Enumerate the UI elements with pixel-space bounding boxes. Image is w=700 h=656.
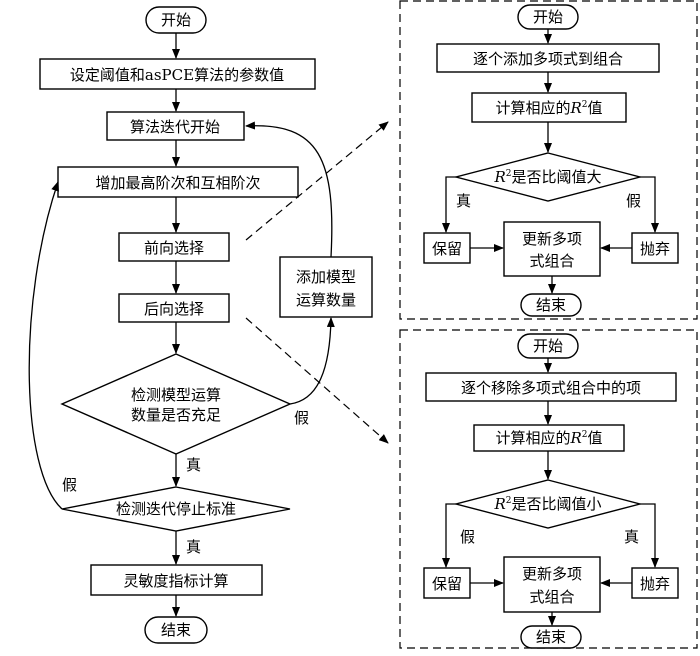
label-true-2: 真 xyxy=(186,538,201,556)
backward-select-node xyxy=(118,293,230,323)
bwd-calc-r2-node xyxy=(473,424,625,452)
bwd-edge-true xyxy=(640,503,659,568)
backward-select-label: 后向选择 xyxy=(144,300,204,318)
fwd-calc-r: R xyxy=(569,99,581,117)
fwd-keep-node xyxy=(423,232,471,264)
bwd-calc-r2-label: 计算相应的R2值 xyxy=(495,429,602,447)
fwd-keep-label: 保留 xyxy=(432,240,462,258)
bwd-calc-sup: 2 xyxy=(582,430,588,440)
main-end-label: 结束 xyxy=(161,621,191,639)
increase-order-node xyxy=(57,166,299,198)
fwd-calc-r2-label: 计算相应的R2值 xyxy=(495,99,602,117)
fwd-update-label-line2: 式组合 xyxy=(529,252,574,270)
bwd-remove-poly-node xyxy=(425,372,677,402)
bwd-label-false: 假 xyxy=(460,528,475,546)
edge-check-false-to-add xyxy=(289,317,335,405)
fwd-decision xyxy=(453,152,643,202)
bwd-discard-node xyxy=(631,567,679,599)
set-params-node xyxy=(39,58,316,90)
bwd-calc-prefix: 计算相应的 xyxy=(495,429,570,447)
fwd-discard-label: 抛弃 xyxy=(640,240,670,258)
connector-backward-panel xyxy=(245,317,389,444)
bwd-calc-suffix: 值 xyxy=(588,429,603,447)
fwd-add-poly-label: 逐个添加多项式到组合 xyxy=(473,50,623,68)
bwd-decision-r: R xyxy=(493,495,505,513)
bwd-end-label: 结束 xyxy=(536,628,566,646)
bwd-update-label-line1: 更新多项 xyxy=(522,565,582,583)
label-false-1: 假 xyxy=(62,476,77,494)
forward-select-node xyxy=(118,232,230,262)
fwd-label-true: 真 xyxy=(456,192,471,210)
sensitivity-label: 灵敏度指标计算 xyxy=(123,572,228,590)
fwd-update-label-line1: 更新多项 xyxy=(522,230,582,248)
fwd-end-label: 结束 xyxy=(536,296,566,314)
fwd-update-node xyxy=(503,221,601,277)
main-start-label: 开始 xyxy=(161,11,191,29)
bwd-edge-false xyxy=(442,503,456,568)
label-false-2: 假 xyxy=(294,409,309,427)
add-model-label-line1: 添加模型 xyxy=(296,268,356,286)
fwd-decision-suffix: 是否比阈值大 xyxy=(512,168,602,186)
fwd-end-node xyxy=(520,293,582,317)
add-model-node xyxy=(279,256,373,318)
set-params-label: 设定阈值和asPCE算法的参数值 xyxy=(70,66,284,84)
fwd-decision-r: R xyxy=(493,168,505,186)
bwd-update-node xyxy=(503,556,601,613)
check-stop-label: 检测迭代停止标准 xyxy=(116,500,236,518)
bwd-update-label-line2: 式组合 xyxy=(529,588,574,606)
bwd-label-true: 真 xyxy=(624,528,639,546)
bwd-decision-suffix: 是否比阈值小 xyxy=(512,495,602,513)
forward-panel-frame xyxy=(399,0,698,320)
forward-select-label: 前向选择 xyxy=(144,239,204,257)
check-model-label-line1: 检测模型运算 xyxy=(131,386,221,404)
increase-order-label: 增加最高阶次和互相阶次 xyxy=(95,174,260,192)
bwd-remove-poly-label: 逐个移除多项式组合中的项 xyxy=(461,379,641,397)
bwd-start-label: 开始 xyxy=(533,337,563,355)
fwd-calc-r2-node xyxy=(471,92,627,123)
check-model-decision xyxy=(60,353,292,455)
bwd-decision-label: R2是否比阈值小 xyxy=(493,495,601,513)
bwd-keep-label: 保留 xyxy=(432,575,462,593)
fwd-decision-sup: 2 xyxy=(506,169,512,179)
add-model-label-line2: 运算数量 xyxy=(296,291,356,309)
bwd-decision xyxy=(453,479,643,529)
main-end-node xyxy=(144,616,208,644)
edge-stop-false-loop xyxy=(28,181,63,510)
label-true-1: 真 xyxy=(186,456,201,474)
iter-start-label: 算法迭代开始 xyxy=(130,118,220,136)
bwd-discard-label: 抛弃 xyxy=(640,575,670,593)
connector-forward-panel xyxy=(245,121,389,241)
fwd-calc-suffix: 值 xyxy=(588,99,603,117)
bwd-calc-r: R xyxy=(569,429,581,447)
fwd-edge-true xyxy=(442,176,456,233)
bwd-decision-sup: 2 xyxy=(506,496,512,506)
fwd-decision-label: R2是否比阈值大 xyxy=(493,168,601,186)
fwd-start-label: 开始 xyxy=(533,8,563,26)
sensitivity-node xyxy=(90,564,263,596)
fwd-calc-prefix: 计算相应的 xyxy=(495,99,570,117)
check-model-label-line2: 数量是否充足 xyxy=(131,406,221,424)
edge-add-to-iter xyxy=(245,121,333,258)
fwd-calc-sup: 2 xyxy=(582,100,588,110)
fwd-edge-false xyxy=(640,176,659,233)
fwd-label-false: 假 xyxy=(626,192,641,210)
backward-panel-frame xyxy=(399,329,698,649)
bwd-end-node xyxy=(520,625,582,649)
fwd-add-poly-node xyxy=(436,43,660,73)
